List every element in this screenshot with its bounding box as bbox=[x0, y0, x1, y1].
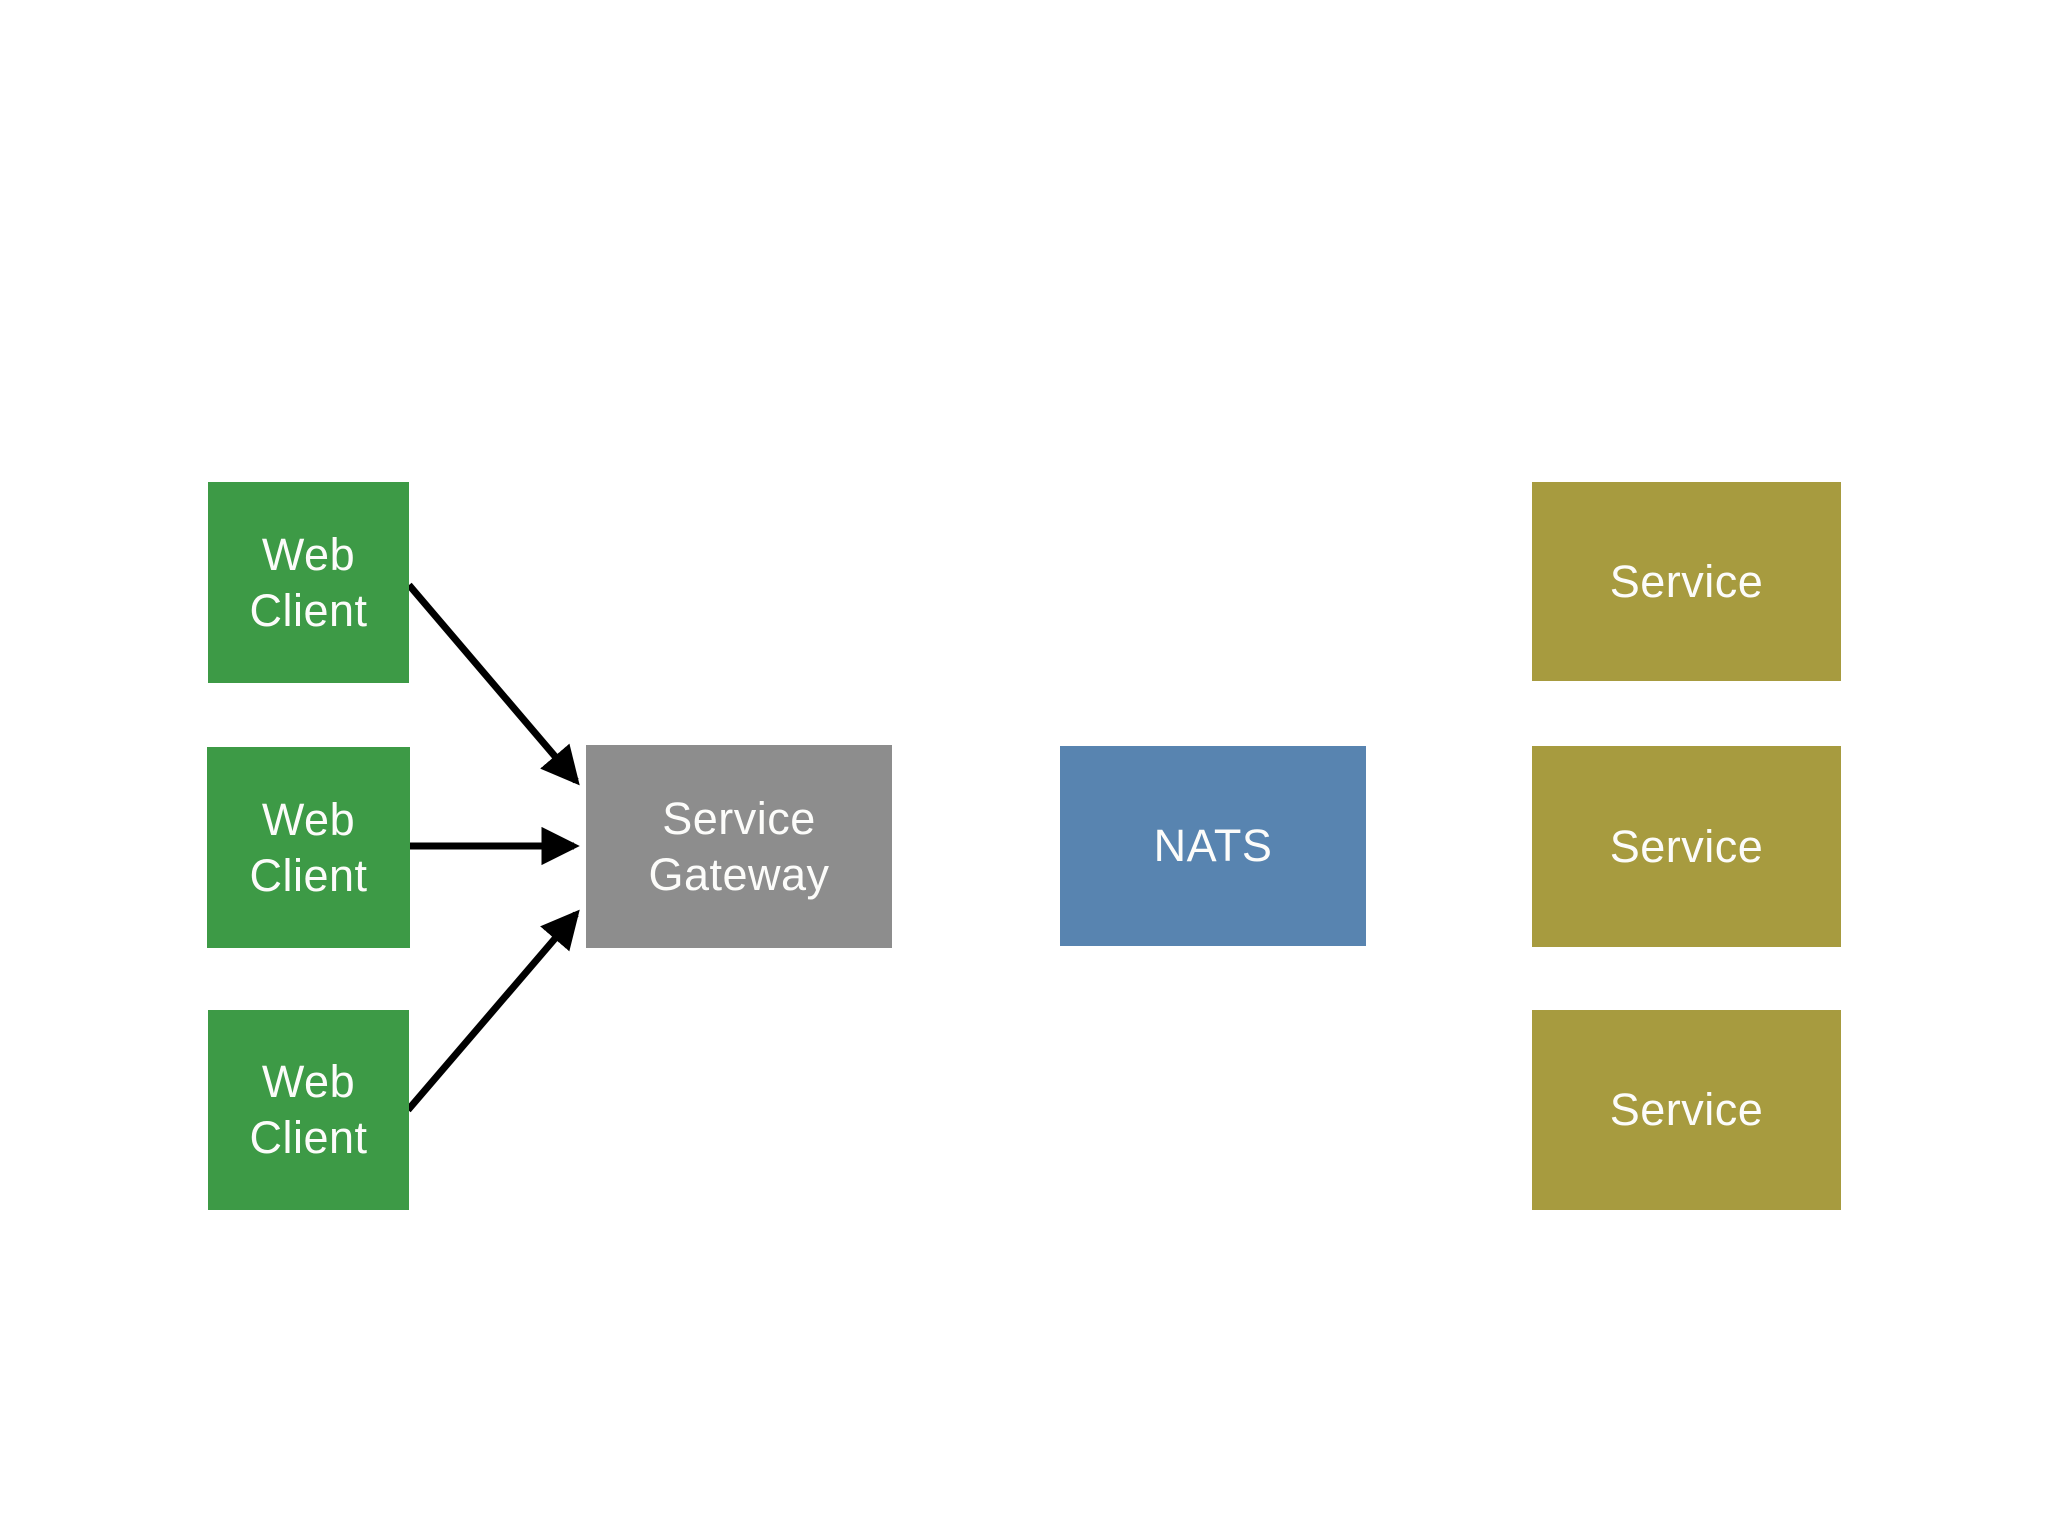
node-label: Client bbox=[249, 849, 368, 901]
node-label: Web bbox=[261, 1056, 356, 1107]
node-web-client-2: Web Client bbox=[207, 747, 410, 948]
arrow-web-client-1-to-gateway bbox=[406, 582, 580, 786]
node-label: Gateway bbox=[648, 848, 830, 900]
node-label: Service bbox=[1609, 820, 1764, 872]
node-service-gateway: Service Gateway bbox=[586, 745, 892, 948]
arrow-web-client-3-to-gateway bbox=[405, 909, 580, 1113]
node-label: Web bbox=[261, 528, 356, 580]
node-service-2: Service bbox=[1532, 746, 1841, 947]
node-label: Web bbox=[261, 793, 356, 845]
node-service-1: Service bbox=[1532, 482, 1841, 681]
node-nats: NATS bbox=[1060, 746, 1366, 946]
node-label: Service bbox=[1609, 555, 1764, 607]
node-web-client-1: Web Client bbox=[208, 482, 409, 683]
node-label: Client bbox=[249, 1112, 368, 1163]
node-label: Service bbox=[662, 792, 816, 844]
node-service-3: Service bbox=[1532, 1010, 1841, 1210]
node-label: Client bbox=[249, 584, 368, 636]
node-web-client-3: Web Client bbox=[208, 1010, 409, 1210]
node-label: Service bbox=[1609, 1084, 1764, 1135]
node-label: NATS bbox=[1153, 820, 1273, 871]
